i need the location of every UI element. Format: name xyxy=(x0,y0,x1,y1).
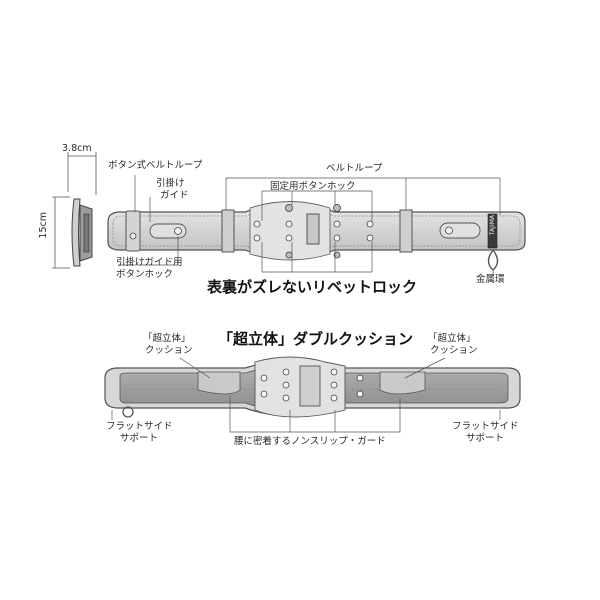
cushion-left-line2: クッション xyxy=(145,345,193,356)
hook-guide-label: 引掛け ガイド xyxy=(156,178,189,202)
button-belt-loop-label: ボタン式ベルトループ xyxy=(108,160,203,171)
flat-side-left-label: フラットサイド サポート xyxy=(106,421,173,445)
belt-top-view xyxy=(107,201,526,271)
cushion-right-line1: 「超立体」 xyxy=(428,333,476,344)
hook-guide-snap-line1: 引掛けガイド用 xyxy=(116,257,183,268)
flat-side-left-line2: サポート xyxy=(120,433,159,444)
hook-guide-line2: ガイド xyxy=(160,190,189,201)
metal-ring-label: 金属環 xyxy=(476,274,505,285)
belt-side-profile xyxy=(52,152,97,269)
double-cushion-headline: 「超立体」ダブルクッション xyxy=(218,330,414,348)
fixing-snap-label: 固定用ボタンホック xyxy=(270,181,356,192)
rivet-lock-headline: 表裏がズレないリベットロック xyxy=(207,278,418,296)
flat-side-right-label: フラットサイド サポート xyxy=(452,421,519,445)
cushion-right-line2: クッション xyxy=(430,345,478,356)
hook-guide-line1: 引掛け xyxy=(156,178,185,189)
hook-guide-snap-label: 引掛けガイド用 ボタンホック xyxy=(116,257,183,281)
flat-side-right-line2: サポート xyxy=(466,433,505,444)
belt-inner-view xyxy=(104,356,521,418)
bottom-leader-lines xyxy=(111,357,501,433)
hook-guide-snap-line2: ボタンホック xyxy=(116,269,174,280)
cushion-left-line1: 「超立体」 xyxy=(143,333,191,344)
top-leader-lines xyxy=(118,175,501,276)
flat-side-right-line1: フラットサイド xyxy=(452,421,519,432)
height-dimension: 15cm xyxy=(38,212,49,239)
width-dimension: 3.8cm xyxy=(62,143,92,154)
cushion-left-label: 「超立体」 クッション xyxy=(143,333,193,357)
cushion-right-label: 「超立体」 クッション xyxy=(428,333,478,357)
belt-loop-label: ベルトループ xyxy=(326,163,383,174)
brand-tag: TAJIMA xyxy=(489,215,496,236)
flat-side-left-line1: フラットサイド xyxy=(106,421,173,432)
nonslip-guard-label: 腰に密着するノンスリップ・ガード xyxy=(234,436,386,447)
